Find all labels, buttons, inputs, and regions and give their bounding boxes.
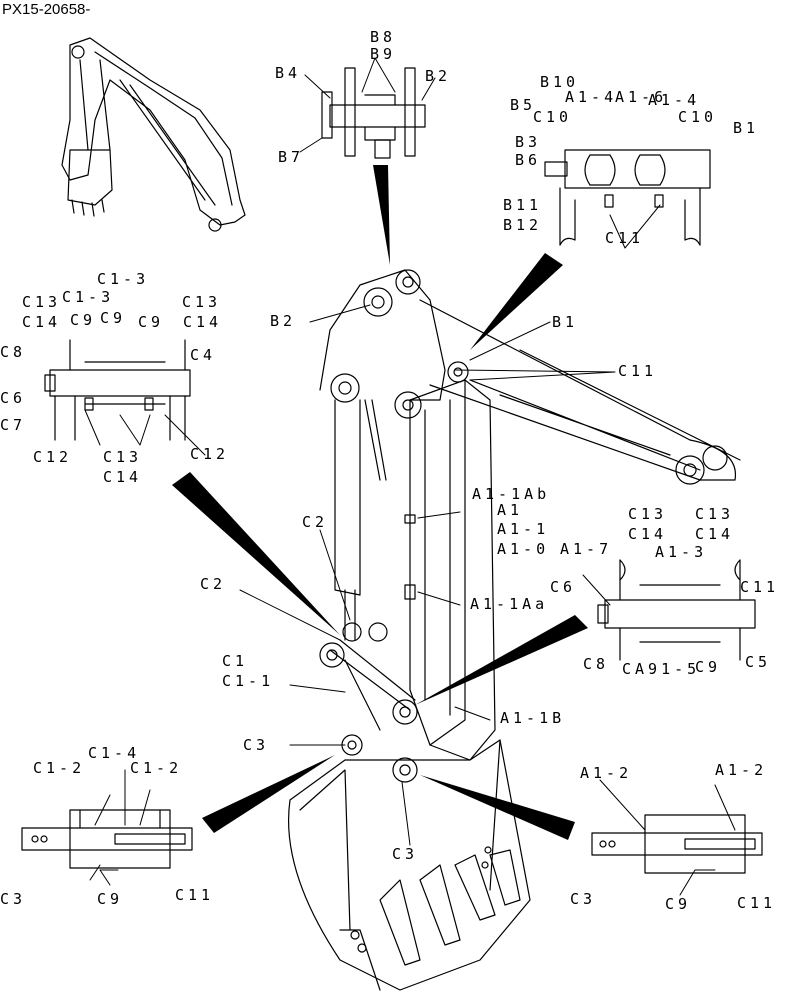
callout-c13-left: C13 [22, 293, 62, 311]
callout-c14-left: C14 [22, 313, 62, 331]
callout-b7: B7 [278, 148, 305, 166]
callout-a1-1b: A1-1B [500, 709, 566, 727]
callout-c1: C1 [222, 652, 249, 670]
callout-a1-4-right: A1-4 [648, 91, 701, 109]
callout-a1-3: A1-3 [655, 543, 708, 561]
callout-c11-right: C11 [740, 578, 780, 596]
callout-ca91-5: CA91-5 [622, 660, 701, 678]
callout-b2-top: B2 [425, 67, 452, 85]
callout-a1-6: A1-6 [615, 88, 668, 106]
callout-b5: B5 [510, 96, 537, 114]
pointer-wedges [172, 165, 588, 840]
callout-c9-a: C9 [70, 311, 97, 329]
callout-b1-main: B1 [552, 313, 579, 331]
document-id: PX15-20658- [2, 1, 91, 18]
callout-b6: B6 [515, 151, 542, 169]
callout-c9-c: C9 [138, 313, 165, 331]
callout-c11-bottom-right: C11 [737, 894, 777, 912]
callout-c3-bottom-right: C3 [570, 890, 597, 908]
callout-c8-left: C8 [0, 343, 27, 361]
pin-detail-c-right [597, 559, 756, 661]
callout-b9: B9 [370, 45, 397, 63]
callout-a1-7: A1-7 [560, 540, 613, 558]
callout-b11: B11 [503, 196, 543, 214]
callout-c13-r1: C13 [628, 505, 668, 523]
callout-c8-right: C8 [583, 655, 610, 673]
callout-c14-right: C14 [183, 313, 223, 331]
callout-a1-1ab: A1-1Ab [472, 485, 551, 503]
callout-a1-4-left: A1-4 [565, 88, 618, 106]
callout-c9-bottom-right: C9 [665, 895, 692, 913]
callout-a1-0: A1-0 [497, 540, 550, 558]
excavator-thumbnail [61, 37, 246, 232]
callout-b4: B4 [275, 64, 302, 82]
callout-c11-bottom-left: C11 [175, 886, 215, 904]
callout-c14-bottom: C14 [103, 468, 143, 486]
callout-c14-r1: C14 [628, 525, 668, 543]
callout-a1-2-left: A1-2 [580, 764, 633, 782]
bucket [287, 739, 531, 991]
callout-c12-left: C12 [33, 448, 73, 466]
callout-c13-r2: C13 [695, 505, 735, 523]
callout-c1-4: C1-4 [88, 744, 141, 762]
callout-c2-upper: C2 [302, 513, 329, 531]
callout-c1-2-left: C1-2 [33, 759, 86, 777]
pin-detail-c-left [44, 339, 191, 441]
callout-c14-r2: C14 [695, 525, 735, 543]
callout-c4: C4 [190, 346, 217, 364]
callout-c9-right: C9 [695, 658, 722, 676]
callout-c1-1: C1-1 [222, 672, 275, 690]
main-arm-assembly [319, 269, 741, 783]
callout-c10-right: C10 [678, 108, 718, 126]
callout-c11-top: C11 [605, 229, 645, 247]
pin-detail-b-upper-right [544, 149, 711, 246]
callout-a1-1aa: A1-1Aa [470, 595, 549, 613]
callout-a1-2-right: A1-2 [715, 761, 768, 779]
callout-c11-main: C11 [618, 362, 658, 380]
callout-c3-bucket: C3 [392, 845, 419, 863]
callout-b2-main: B2 [270, 312, 297, 330]
callout-c3-main: C3 [243, 736, 270, 754]
callout-c12-right: C12 [190, 445, 230, 463]
callout-c13-bottom: C13 [103, 448, 143, 466]
callout-c6-left: C6 [0, 389, 27, 407]
callout-a1: A1 [497, 501, 524, 519]
callout-c2-lower: C2 [200, 575, 227, 593]
callout-c9-b: C9 [100, 309, 127, 327]
callout-c1-2-right: C1-2 [130, 759, 183, 777]
pin-detail-a-bottom-right [591, 814, 763, 874]
leader-lines [84, 57, 736, 896]
callout-c7: C7 [0, 416, 27, 434]
callout-b3: B3 [515, 133, 542, 151]
callout-c10-left: C10 [533, 108, 573, 126]
callout-c6-right: C6 [550, 578, 577, 596]
callout-b12: B12 [503, 216, 543, 234]
callout-a1-1: A1-1 [497, 520, 550, 538]
callout-b1-top: B1 [733, 119, 760, 137]
callout-c1-3-top: C1-3 [97, 270, 150, 288]
pin-detail-b-top [321, 67, 426, 159]
callout-c13-right: C13 [182, 293, 222, 311]
callout-b10: B10 [540, 73, 580, 91]
callout-c9-bottom-left: C9 [97, 890, 124, 908]
callout-b8: B8 [370, 28, 397, 46]
callout-c3-bottom-left: C3 [0, 890, 27, 908]
callout-c5: C5 [745, 653, 772, 671]
callout-c1-3-left: C1-3 [62, 288, 115, 306]
pin-detail-c-bottom-left [21, 809, 193, 869]
